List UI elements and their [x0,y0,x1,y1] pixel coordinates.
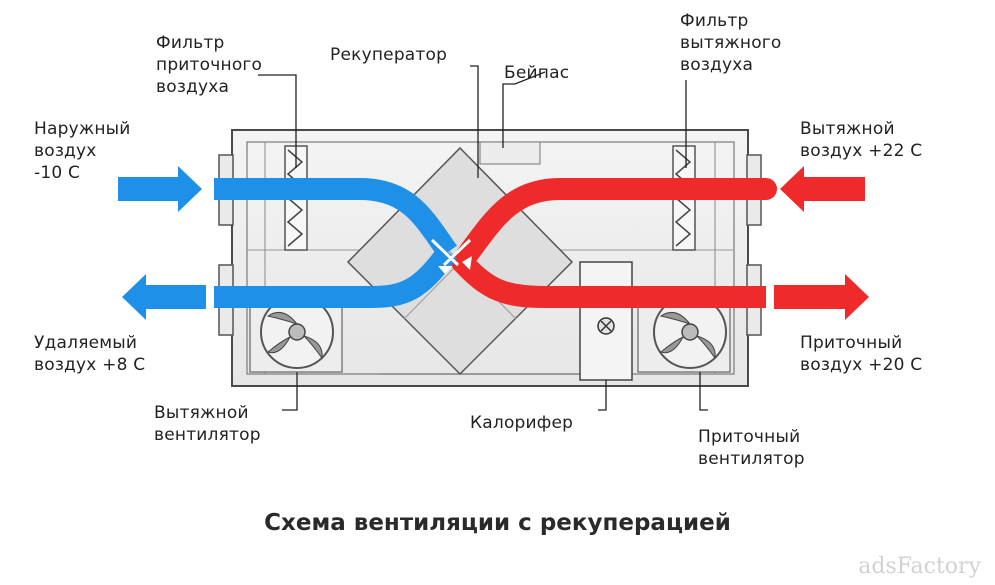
removed-air-label: Удаляемый воздух +8 С [34,333,146,375]
extract-air-label: Вытяжной воздух +22 С [800,119,923,161]
heater-label: Калорифер [470,413,574,433]
outdoor-air-label: Наружный воздух -10 С [34,119,131,183]
exhaust-filter-label: Фильтр вытяжного воздуха [680,11,782,75]
extract-air-arrow [780,166,865,212]
supply-filter-label: Фильтр приточного воздуха [156,33,263,97]
supply-air-arrow [774,274,869,320]
outdoor-air-arrow [118,166,202,212]
exhaust-fan-label: Вытяжной вентилятор [154,403,261,445]
recuperator-label: Рекуператор [330,45,448,65]
watermark-logo: adsFactory [858,554,981,579]
removed-air-arrow [122,274,206,320]
hot-flow [451,178,777,308]
supply-fan-label: Приточный вентилятор [698,427,805,469]
heater [579,261,633,381]
bypass-duct [479,141,541,165]
diagram-caption: Схема вентиляции с рекуперацией [264,510,731,536]
leader-lines [258,65,708,411]
cold-flow [214,178,457,308]
bypass-label: Бейпас [504,63,570,83]
supply-air-label: Приточный воздух +20 С [800,333,923,375]
cross-arrows [430,238,472,274]
